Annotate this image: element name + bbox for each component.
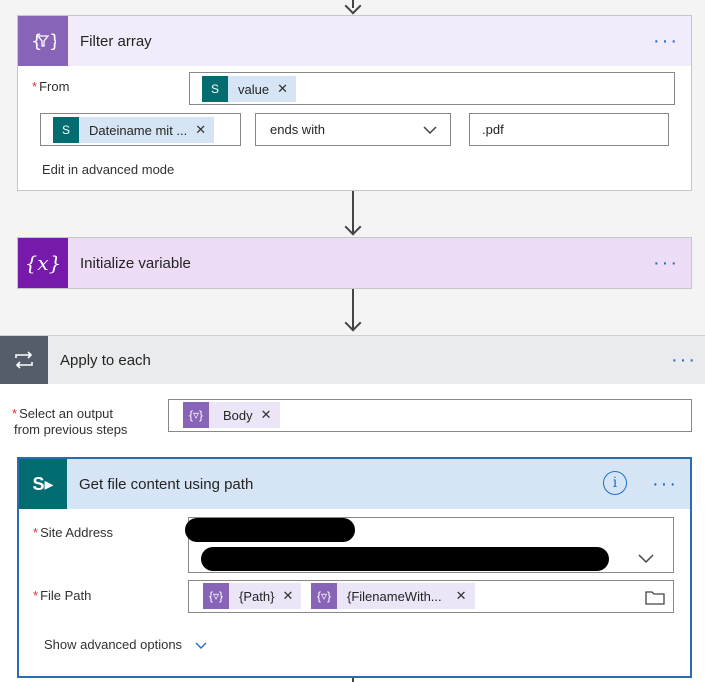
connector-top [352,0,354,8]
loop-icon [0,336,48,384]
file-path-label: *File Path [33,588,92,603]
svg-text:}: } [49,31,56,52]
get-file-card: S▸ Get file content using path i ··· *Si… [17,457,692,678]
left-token[interactable]: S Dateiname mit ... ✕ [53,117,215,143]
more-options-icon[interactable]: ··· [671,349,697,371]
apply-each-header[interactable]: Apply to each ··· [0,335,705,384]
chevron-down-icon [195,642,207,649]
chevron-down-icon [423,126,437,135]
path-token-text: {Path} [239,588,275,604]
path-token[interactable]: {▿} {Path} ✕ [203,583,302,609]
select-output-field[interactable]: {▿} Body ✕ [168,399,692,432]
connector-line-bottom [352,678,354,682]
select-output-label-2: from previous steps [14,422,128,437]
connector-top-arrow [344,0,362,15]
init-variable-header[interactable]: {𝑥} Initialize variable ··· [18,238,691,288]
operator-select[interactable]: ends with [255,113,451,146]
filename-token[interactable]: {▿} {FilenameWith... ✕ [311,583,475,609]
get-file-title: Get file content using path [79,475,254,493]
apply-each-title: Apply to each [60,352,151,369]
connector-arrow [344,314,362,332]
left-token-text: Dateiname mit ... [89,122,188,138]
more-options-icon[interactable]: ··· [653,252,679,274]
remove-token-icon[interactable]: ✕ [277,81,288,96]
filter-array-card: { } Filter array ··· *From S value ✕ S D… [17,15,692,191]
more-options-icon[interactable]: ··· [652,473,678,495]
from-token[interactable]: S value ✕ [202,76,296,102]
expression-icon: {▿} [311,583,337,609]
filter-array-icon: { } [18,16,68,66]
from-field[interactable]: S value ✕ [189,72,675,105]
filename-token-text: {FilenameWith... [347,588,442,604]
filter-array-header[interactable]: { } Filter array ··· [18,16,691,66]
sharepoint-icon: S [202,76,228,102]
file-path-field[interactable]: {▿} {Path} ✕ {▿} {FilenameWith... ✕ [188,580,674,613]
condition-left-field[interactable]: S Dateiname mit ... ✕ [40,113,241,146]
get-file-header[interactable]: S▸ Get file content using path i ··· [19,459,690,509]
info-icon[interactable]: i [603,471,627,495]
redacted-value [201,547,609,571]
connector-line [352,191,354,233]
site-address-field[interactable] [185,517,674,573]
sharepoint-icon: S▸ [19,459,67,509]
operator-value: ends with [270,122,325,137]
redacted-value [185,518,355,542]
expression-icon: {▿} [203,583,229,609]
folder-icon[interactable] [645,589,665,605]
remove-token-icon[interactable]: ✕ [282,588,294,603]
remove-token-icon[interactable]: ✕ [455,588,467,603]
expression-icon: {▿} [183,402,209,428]
show-advanced-options[interactable]: Show advanced options [44,637,208,653]
connector-arrow [344,218,362,236]
remove-token-icon[interactable]: ✕ [260,407,272,422]
connector-line [352,289,354,329]
variable-icon: {𝑥} [18,238,68,288]
select-output-label: *Select an output [12,406,114,421]
init-variable-title: Initialize variable [80,254,191,272]
body-token-text: Body [223,407,253,423]
condition-right-field[interactable]: .pdf [469,113,669,146]
edit-advanced-link[interactable]: Edit in advanced mode [42,162,175,177]
svg-text:{: { [31,31,42,52]
from-token-text: value [238,81,270,97]
init-variable-card[interactable]: {𝑥} Initialize variable ··· [17,237,692,289]
more-options-icon[interactable]: ··· [653,30,679,52]
right-value: .pdf [482,122,504,137]
chevron-down-icon[interactable] [637,552,655,564]
site-address-label: *Site Address [33,525,114,540]
show-advanced-text: Show advanced options [44,637,183,652]
body-token[interactable]: {▿} Body ✕ [183,402,280,428]
remove-token-icon[interactable]: ✕ [195,122,207,137]
from-label: *From [32,79,70,94]
filter-array-title: Filter array [80,32,152,50]
sharepoint-icon: S [53,117,79,143]
